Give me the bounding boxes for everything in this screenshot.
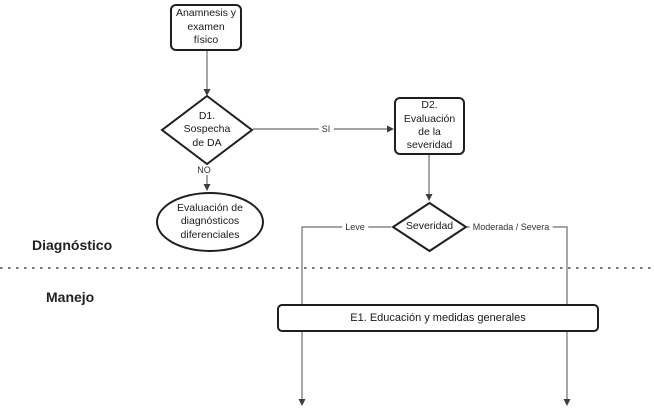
section-label-manejo: Manejo bbox=[46, 289, 95, 305]
edge-label-moderada-severa: Moderada / Severa bbox=[469, 222, 553, 232]
edge-label-leve: Leve bbox=[342, 222, 368, 232]
node-anamnesis-label: examen bbox=[187, 20, 225, 33]
node-e1-label: E1. Educación y medidas generales bbox=[350, 311, 526, 324]
edge-label-no: NO bbox=[194, 165, 214, 175]
arrowhead-right-icon bbox=[387, 125, 394, 133]
node-anamnesis-label: físico bbox=[193, 34, 219, 47]
connector-e1-exit-right bbox=[563, 331, 571, 406]
node-d2-evaluacion-severidad: D2. Evaluación de la severidad bbox=[394, 97, 465, 155]
node-d2-label: D2. bbox=[421, 99, 438, 112]
arrowhead-down-icon bbox=[203, 184, 211, 191]
arrowhead-down-icon bbox=[203, 89, 211, 96]
edge-label-si: SI bbox=[318, 124, 334, 134]
node-d2-label: de la bbox=[418, 126, 441, 138]
diamond-shape bbox=[160, 94, 254, 166]
node-differential-label: Evaluación de bbox=[177, 201, 243, 214]
node-d2-label: severidad bbox=[406, 139, 453, 152]
arrowhead-down-icon bbox=[425, 194, 433, 201]
node-severidad: Severidad bbox=[391, 201, 468, 253]
connector-severity-leve-to-e1 bbox=[301, 226, 391, 305]
diamond-shape bbox=[391, 201, 468, 253]
node-d1-label: de DA bbox=[192, 136, 222, 149]
node-e1-educacion-medidas: E1. Educación y medidas generales bbox=[277, 304, 599, 332]
node-d2-label: Evaluación bbox=[403, 112, 456, 125]
node-diagnosticos-diferenciales: Evaluación de diagnósticos diferenciales bbox=[156, 192, 264, 252]
connector-e1-exit-left bbox=[298, 331, 306, 406]
node-differential-label: diagnósticos bbox=[180, 215, 240, 228]
arrowhead-down-icon bbox=[563, 399, 571, 406]
section-label-diagnostico: Diagnóstico bbox=[32, 237, 113, 253]
connector-d2-to-severity bbox=[425, 155, 433, 201]
connector-severity-moderada-to-e1 bbox=[467, 226, 568, 305]
node-d1-label: D1. bbox=[198, 109, 216, 122]
node-severity-label: Severidad bbox=[405, 220, 454, 233]
connector-anamnesis-to-d1 bbox=[203, 51, 211, 96]
node-anamnesis: Anamnesis y examen físico bbox=[170, 4, 242, 51]
node-anamnesis-label: Anamnesis y bbox=[175, 7, 237, 20]
node-d1-sospecha-da: D1. Sospecha de DA bbox=[160, 94, 254, 166]
arrowhead-down-icon bbox=[298, 399, 306, 406]
node-differential-label: diferenciales bbox=[180, 228, 240, 241]
node-d1-label: Sospecha bbox=[183, 123, 231, 136]
